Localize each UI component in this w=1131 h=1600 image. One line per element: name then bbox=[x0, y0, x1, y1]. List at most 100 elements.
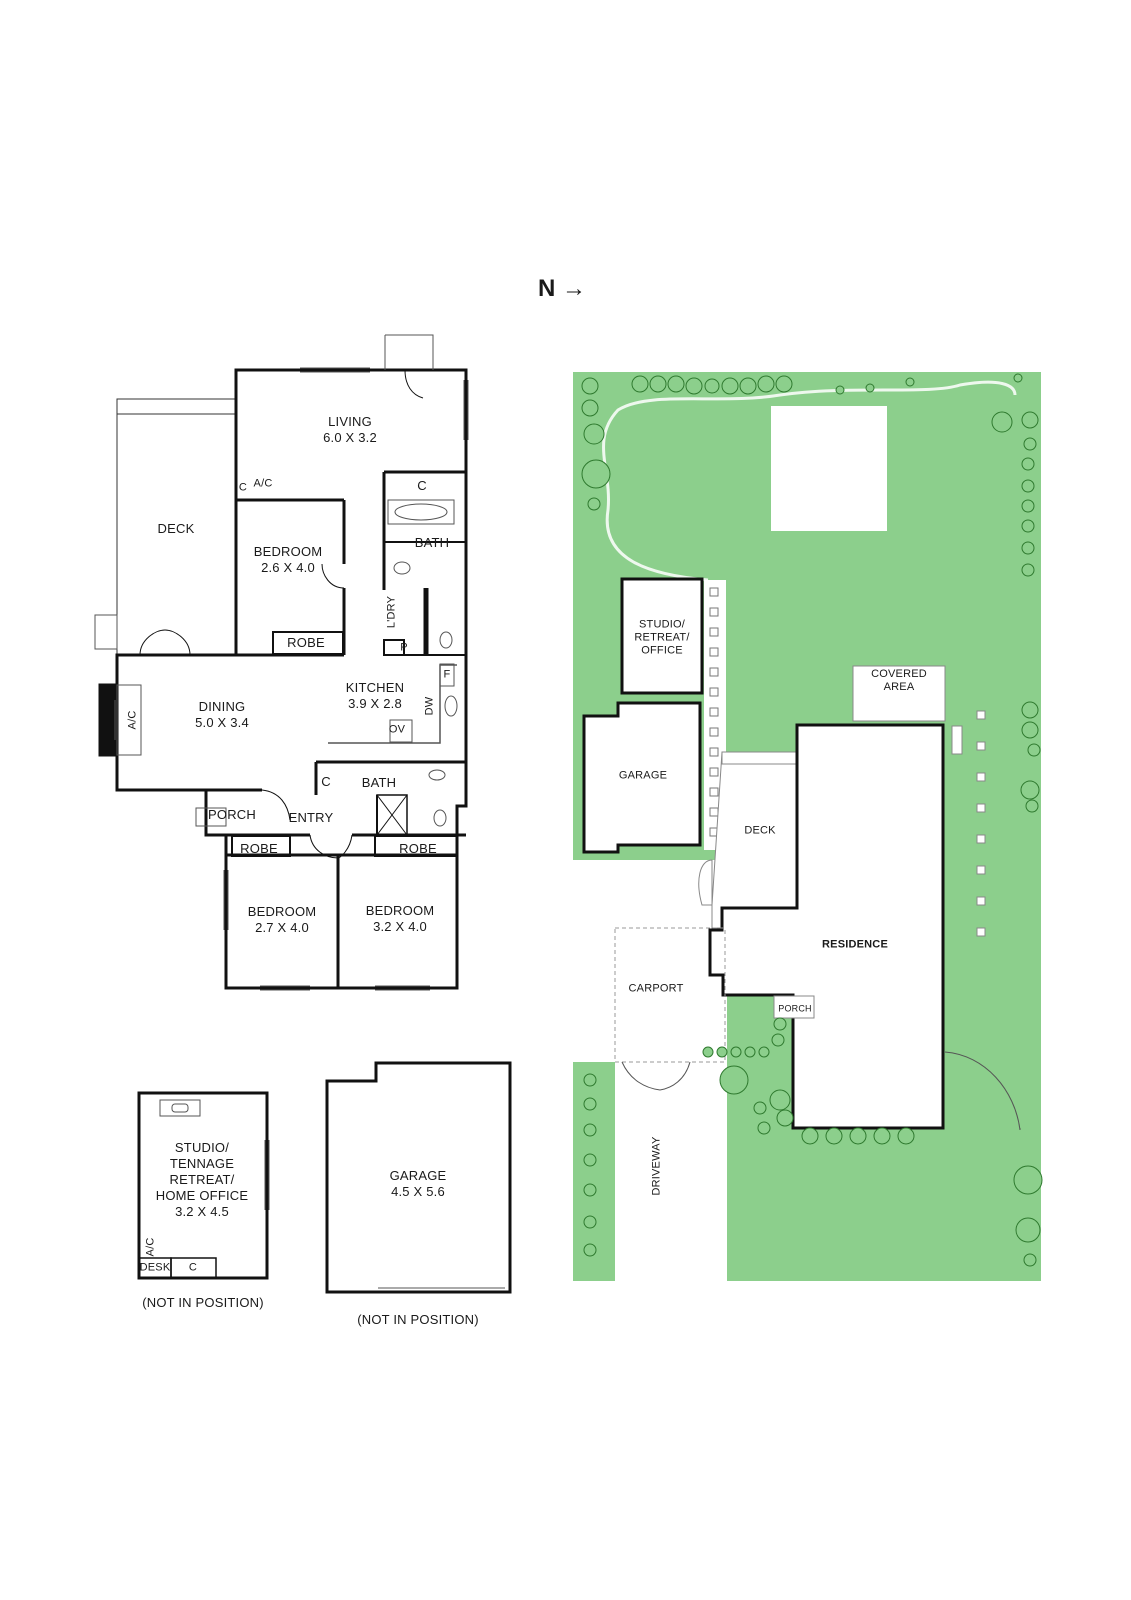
site-carport-label: CARPORT bbox=[629, 983, 684, 996]
room-dining-name: DINING bbox=[198, 699, 246, 714]
room-deck: DECK bbox=[158, 521, 195, 537]
ac-living: A/C bbox=[254, 478, 273, 491]
garage-dims: 4.5 X 5.6 bbox=[391, 1184, 445, 1199]
room-laundry: L'DRY bbox=[386, 596, 399, 628]
room-porch: PORCH bbox=[208, 807, 256, 823]
site-deck-step bbox=[721, 751, 798, 765]
site-paving bbox=[573, 932, 727, 1281]
room-pantry: P bbox=[400, 642, 408, 655]
site-deck-label: DECK bbox=[744, 825, 775, 838]
site-walkway-marks bbox=[709, 587, 719, 837]
studio-floor-plan bbox=[137, 1091, 270, 1280]
cupboard-living: C bbox=[239, 482, 247, 495]
site-side-gate bbox=[944, 1051, 1021, 1131]
room-robe-3: ROBE bbox=[399, 841, 437, 857]
site-driveway-name: DRIVEWAY bbox=[650, 1136, 663, 1196]
site-trees bbox=[581, 373, 1043, 1267]
studio-cupboard: C bbox=[189, 1262, 197, 1275]
room-entry: ENTRY bbox=[289, 810, 334, 826]
site-garage bbox=[582, 701, 702, 854]
north-arrow-icon: → bbox=[562, 275, 587, 302]
site-studio-label: STUDIO/ RETREAT/ OFFICE bbox=[634, 619, 689, 658]
site-deck-name: DECK bbox=[744, 824, 776, 837]
site-studio-line-2: RETREAT/ bbox=[634, 631, 690, 644]
oven: OV bbox=[389, 724, 405, 737]
site-carport bbox=[614, 927, 726, 1063]
studio-desk-name: DESK bbox=[139, 1261, 171, 1274]
room-kitchen-dims: 3.9 X 2.8 bbox=[348, 696, 402, 711]
studio-cupboard-name: C bbox=[188, 1261, 198, 1274]
main-floor-plan bbox=[94, 334, 469, 991]
site-studio-line-3: OFFICE bbox=[641, 644, 683, 657]
ac-dining-name: A/C bbox=[126, 710, 139, 730]
site-residence bbox=[708, 723, 945, 1130]
room-robe-1-name: ROBE bbox=[287, 635, 325, 650]
cupboard-bath: C bbox=[417, 478, 427, 494]
studio-line-4: HOME OFFICE bbox=[155, 1188, 249, 1203]
oven-name: OV bbox=[388, 723, 406, 736]
room-dining-dims: 5.0 X 3.4 bbox=[195, 715, 249, 730]
room-dining: DINING 5.0 X 3.4 bbox=[195, 699, 249, 731]
room-bedroom-1-dims: 2.6 X 4.0 bbox=[261, 560, 315, 575]
ac-dining: A/C bbox=[127, 711, 140, 730]
studio-ac-name: A/C bbox=[144, 1237, 157, 1257]
site-residence-label: RESIDENCE bbox=[822, 939, 888, 952]
site-porch-label: PORCH bbox=[778, 1003, 812, 1016]
studio-line-2: TENNAGE bbox=[169, 1156, 235, 1171]
garage-name: GARAGE bbox=[389, 1168, 447, 1183]
studio-desk: DESK bbox=[140, 1262, 171, 1275]
ac-living-name: A/C bbox=[253, 477, 273, 490]
cupboard-bath-name: C bbox=[417, 478, 427, 493]
room-robe-2: ROBE bbox=[240, 841, 278, 857]
studio-note-text: (NOT IN POSITION) bbox=[142, 1295, 264, 1310]
site-studio-line-1: STUDIO/ bbox=[638, 618, 685, 631]
room-living: LIVING 6.0 X 3.2 bbox=[323, 414, 377, 446]
garage-note: (NOT IN POSITION) bbox=[357, 1312, 479, 1328]
site-covered-area-label: COVERED AREA bbox=[871, 668, 927, 694]
room-deck-name: DECK bbox=[157, 521, 195, 536]
room-bedroom-3: BEDROOM 3.2 X 4.0 bbox=[366, 903, 435, 935]
site-covered-area bbox=[852, 665, 946, 722]
site-plan bbox=[573, 372, 1043, 1281]
studio-title: STUDIO/ TENNAGE RETREAT/ HOME OFFICE 3.2… bbox=[156, 1140, 248, 1220]
site-covered-line-2: AREA bbox=[883, 681, 915, 693]
site-stepping-stones bbox=[951, 710, 986, 937]
room-bedroom-3-dims: 3.2 X 4.0 bbox=[373, 919, 427, 934]
room-bath-lower: BATH bbox=[362, 775, 397, 791]
room-bedroom-3-name: BEDROOM bbox=[365, 903, 435, 918]
site-garage-label: GARAGE bbox=[619, 770, 667, 783]
room-bedroom-1-name: BEDROOM bbox=[253, 544, 323, 559]
site-slab bbox=[771, 406, 887, 531]
exterior-walls bbox=[115, 368, 468, 990]
room-living-dims: 6.0 X 3.2 bbox=[323, 430, 377, 445]
dishwasher: DW bbox=[424, 697, 437, 716]
studio-line-3: RETREAT/ bbox=[169, 1172, 235, 1187]
room-robe-3-name: ROBE bbox=[399, 841, 437, 856]
room-bedroom-2-dims: 2.7 X 4.0 bbox=[255, 920, 309, 935]
garage-walls bbox=[325, 1061, 512, 1294]
site-studio bbox=[620, 577, 704, 695]
north-indicator: N → bbox=[538, 275, 586, 303]
site-path-area bbox=[573, 860, 720, 932]
room-kitchen: KITCHEN 3.9 X 2.8 bbox=[346, 680, 404, 712]
room-bath-upper-name: BATH bbox=[414, 535, 450, 550]
site-garage-name: GARAGE bbox=[618, 769, 668, 782]
room-kitchen-name: KITCHEN bbox=[345, 680, 405, 695]
cupboard-entry-name: C bbox=[321, 774, 331, 789]
room-bath-upper: BATH bbox=[415, 535, 450, 551]
room-robe-2-name: ROBE bbox=[240, 841, 278, 856]
site-porch bbox=[773, 995, 815, 1019]
garage-title: GARAGE 4.5 X 5.6 bbox=[390, 1168, 447, 1200]
north-letter: N bbox=[538, 275, 556, 302]
cupboard-living-name: C bbox=[238, 481, 248, 494]
site-carport-name: CARPORT bbox=[628, 982, 684, 995]
site-porch-name: PORCH bbox=[778, 1003, 812, 1014]
garage-floor-plan bbox=[325, 1061, 512, 1294]
fridge: F bbox=[444, 669, 451, 682]
studio-dims: 3.2 X 4.5 bbox=[175, 1204, 229, 1219]
room-laundry-name: L'DRY bbox=[385, 595, 398, 629]
room-bedroom-1: BEDROOM 2.6 X 4.0 bbox=[254, 544, 323, 576]
site-residence-name: RESIDENCE bbox=[822, 938, 888, 951]
room-bath-lower-name: BATH bbox=[361, 775, 397, 790]
